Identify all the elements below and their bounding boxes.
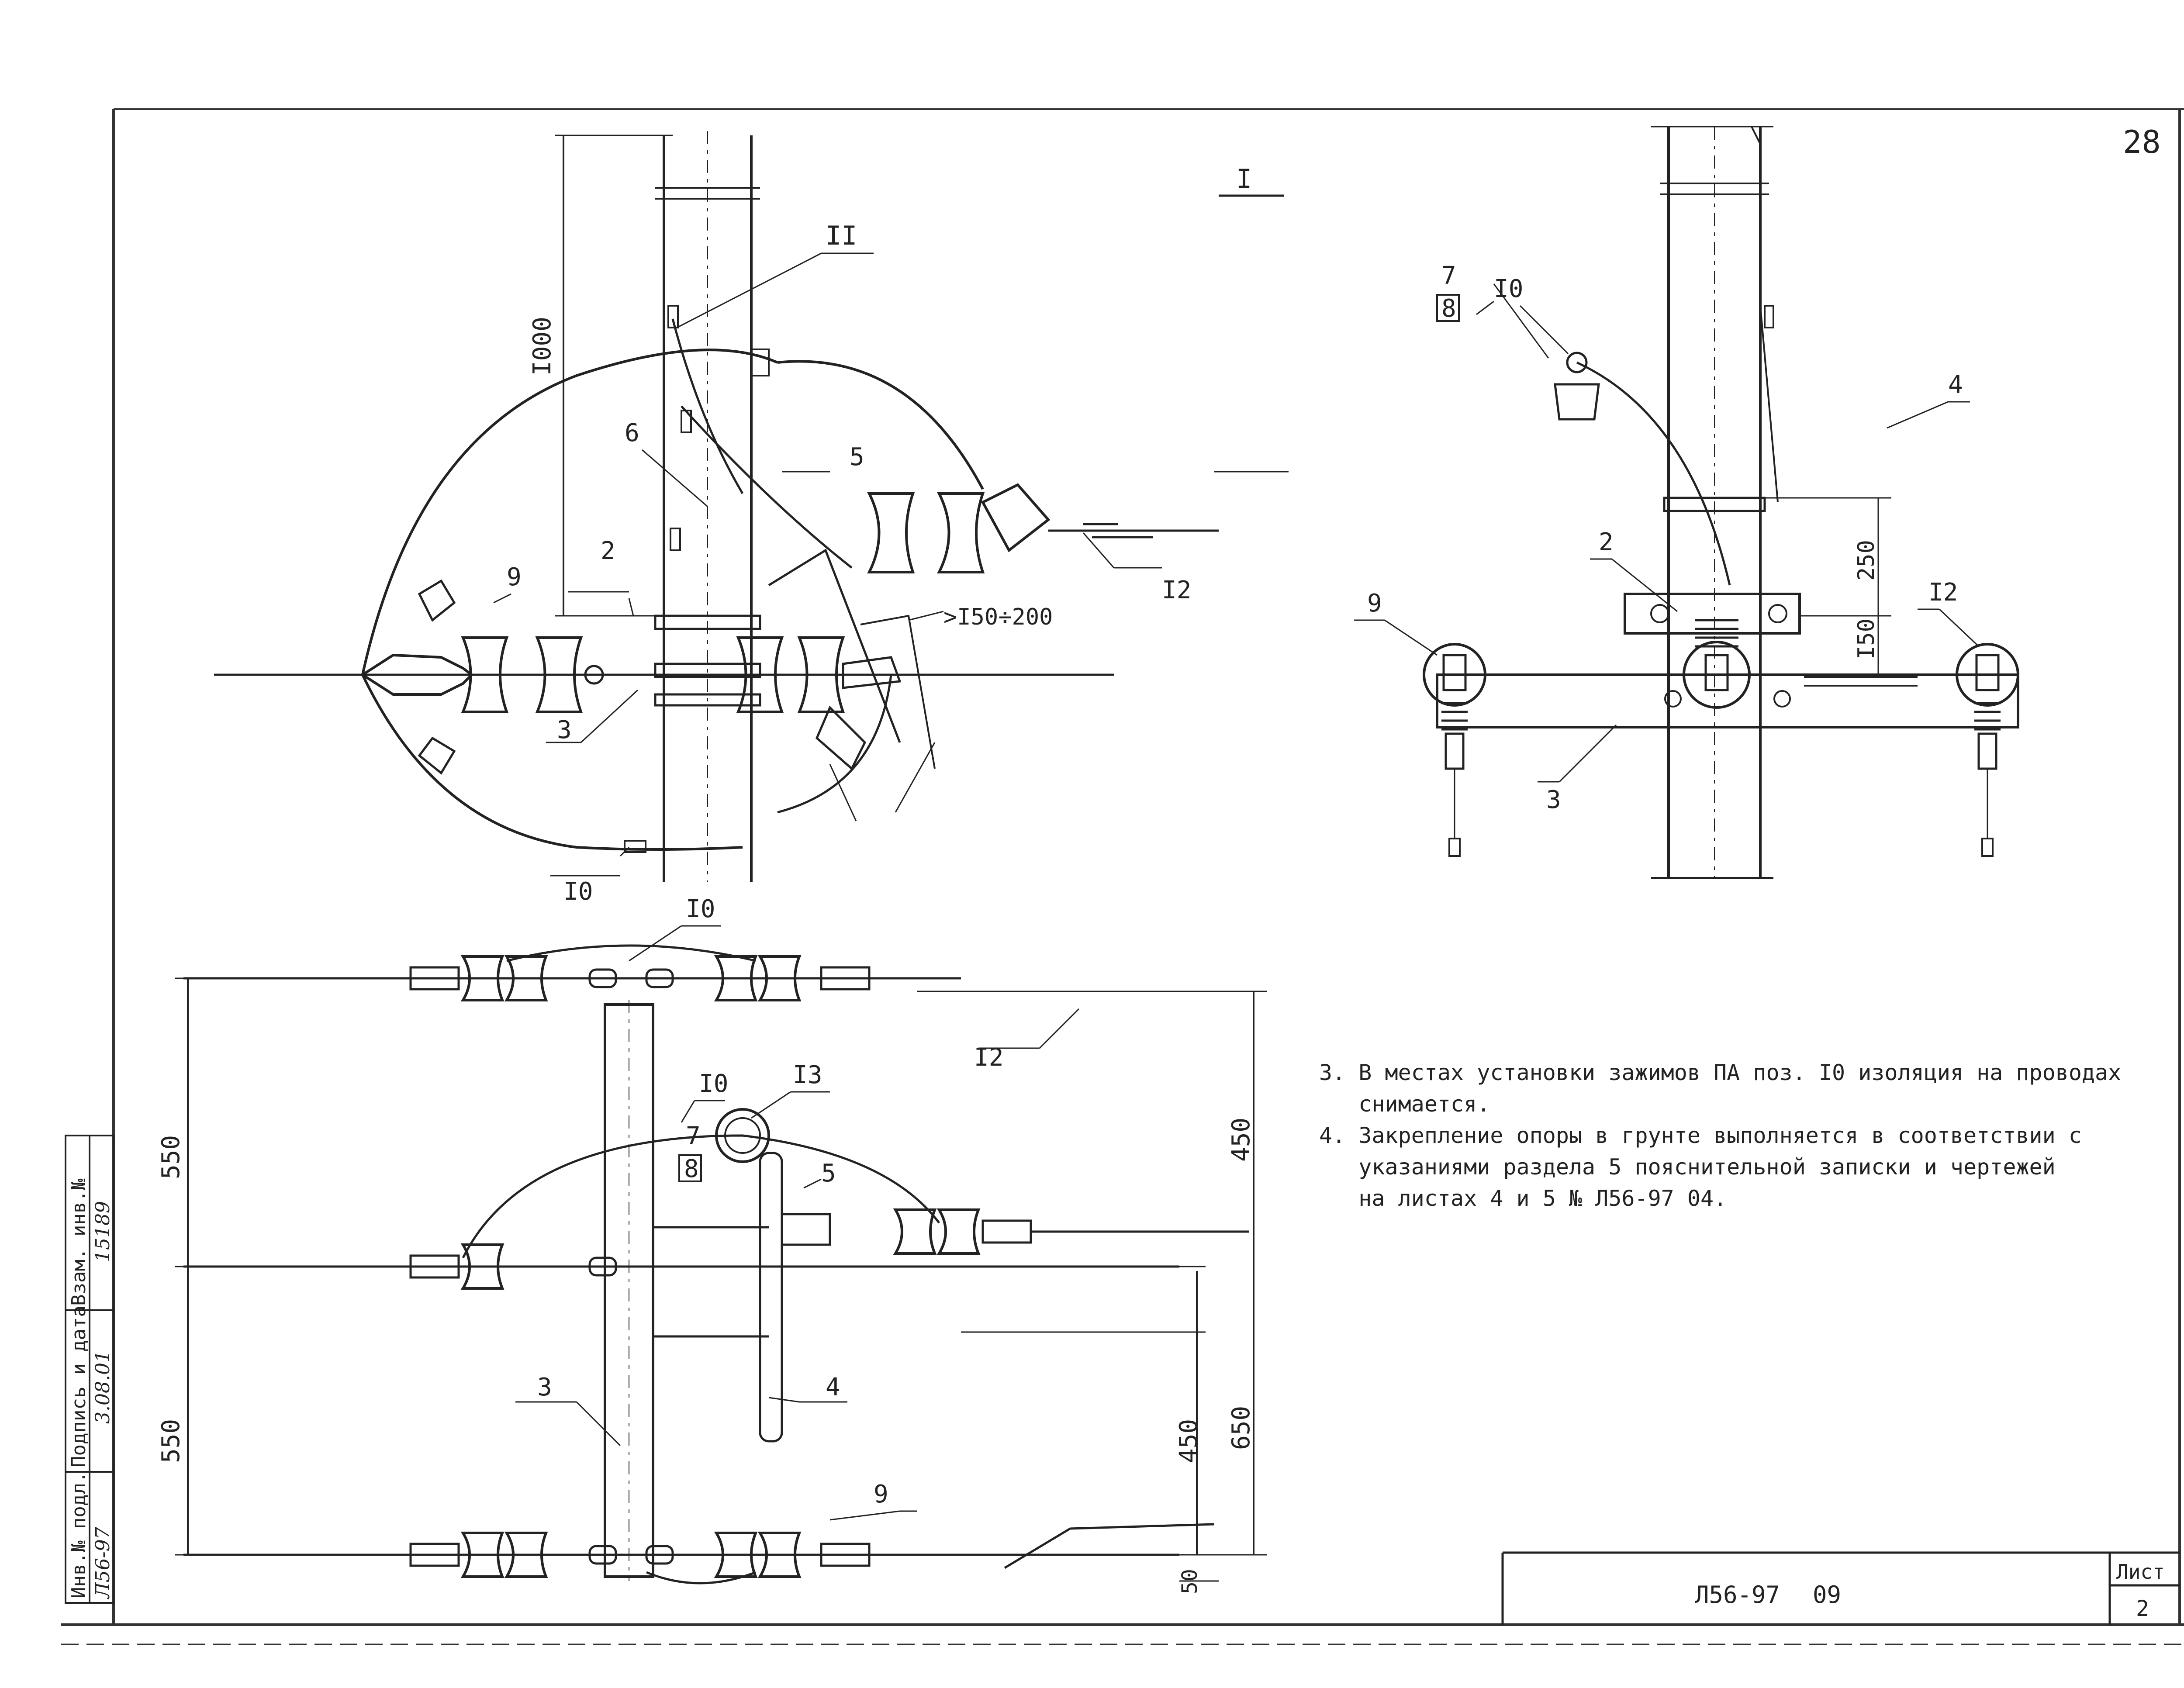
callout-right-3: 3 [1546, 786, 1561, 814]
note-line: 4. Закрепление опоры в грунте выполняетс… [1319, 1123, 2082, 1148]
callout-right-8: 8 [1441, 294, 1456, 323]
callout-left-12: I2 [1162, 576, 1191, 604]
title-sheet-label: Лист [2116, 1560, 2165, 1584]
callout-plan-10-mid: I0 [699, 1070, 728, 1098]
callout-right-7: 7 [1441, 262, 1456, 290]
drawing-frame [61, 108, 2184, 1645]
dim-150-200: >I50÷200 [943, 604, 1053, 630]
note-line: указаниями раздела 5 пояснительной запис… [1319, 1154, 2056, 1180]
stamp-label-sign: Подпись и дата [68, 1305, 90, 1467]
dim-550-top: 550 [157, 1135, 185, 1179]
callout-left-10: I0 [563, 877, 593, 906]
stamp-label-replace: Взам. инв.№ [68, 1178, 90, 1306]
title-number: 09 [1813, 1581, 1841, 1609]
callout-right-12: I2 [1928, 578, 1958, 607]
approval-stamp [65, 1135, 114, 1604]
title-block [1501, 1551, 2180, 1625]
view-II-label: II [826, 221, 857, 251]
dim-450-right: 450 [1227, 1118, 1255, 1162]
note-line: 3. В местах установки зажимов ПА поз. I0… [1319, 1060, 2122, 1085]
stamp-value-number: 15189 [92, 1201, 114, 1262]
dim-250: 250 [1853, 540, 1880, 581]
callout-plan-5: 5 [821, 1159, 836, 1187]
view-I-label: I [1236, 164, 1252, 194]
drawing-notes: 3. В местах установки зажимов ПА поз. I0… [1319, 1057, 2121, 1214]
callout-left-6: 6 [625, 419, 639, 447]
callout-right-4: 4 [1948, 371, 1963, 399]
callout-plan-13: I3 [793, 1061, 822, 1089]
callout-plan-7: 7 [686, 1122, 701, 1150]
callout-left-2: 2 [601, 537, 615, 565]
plan-view [175, 925, 1267, 1584]
dim-1000: I000 [528, 317, 556, 376]
callout-plan-3: 3 [537, 1373, 552, 1401]
callout-right-10: I0 [1494, 275, 1523, 303]
stamp-value-date: 3.08.01 [92, 1350, 114, 1424]
callout-plan-4: 4 [826, 1373, 840, 1401]
left-elevation-view [214, 131, 1289, 882]
sheet-number: 28 [2123, 124, 2161, 160]
dim-150: I50 [1853, 618, 1880, 659]
right-side-view [1354, 126, 2019, 879]
note-line: снимается. [1319, 1091, 1490, 1117]
callout-left-5: 5 [850, 443, 864, 471]
dim-450-low: 450 [1175, 1419, 1203, 1463]
callout-plan-8: 8 [684, 1155, 699, 1183]
dim-650: 650 [1227, 1406, 1255, 1450]
note-line: на листах 4 и 5 № Л56-97 04. [1319, 1186, 1727, 1211]
callout-left-9: 9 [507, 563, 522, 591]
dim-50: 50 [1178, 1569, 1202, 1594]
callout-plan-9: 9 [874, 1480, 888, 1508]
dim-550-bottom: 550 [157, 1419, 185, 1463]
callout-plan-10-top: I0 [686, 895, 715, 923]
title-code: Л56-97 [1695, 1581, 1780, 1609]
title-sheet-value: 2 [2136, 1596, 2149, 1621]
stamp-label-inv: Инв.№ подл. [68, 1471, 90, 1598]
stamp-value-inv: Л56-97 [92, 1527, 114, 1599]
callout-right-2: 2 [1599, 528, 1614, 556]
callout-right-9: 9 [1367, 589, 1382, 618]
callout-left-3: 3 [557, 716, 572, 744]
callout-plan-12: I2 [974, 1043, 1003, 1072]
